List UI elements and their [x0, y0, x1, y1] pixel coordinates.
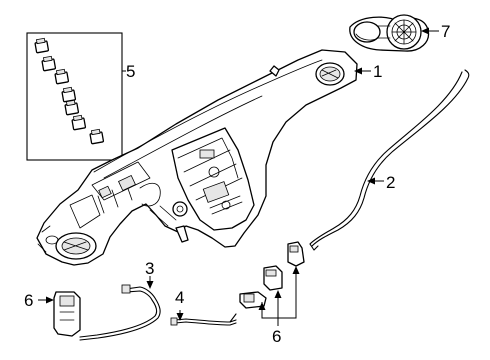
callout-3: 3 [145, 259, 154, 278]
callout-1: 1 [373, 62, 382, 81]
callout-4: 4 [175, 288, 184, 307]
sensor-set-right: 6 [239, 241, 305, 346]
callout-5: 5 [126, 62, 135, 81]
clip-kit-box [26, 32, 123, 161]
callout-6-left: 6 [24, 291, 33, 310]
cable-4: 4 [170, 288, 237, 326]
panel-seal: 2 [309, 69, 470, 251]
callout-6-bottom: 6 [272, 327, 281, 346]
clip-kit-group: 5 [26, 32, 135, 161]
wire-harness-3: 3 [79, 259, 161, 341]
callout-7: 7 [441, 22, 450, 41]
instrument-cluster: 7 [349, 14, 450, 52]
sensor-left: 6 [24, 291, 81, 337]
clip-set [34, 37, 105, 145]
instrument-panel: 1 [36, 49, 382, 266]
callout-2: 2 [386, 173, 395, 192]
